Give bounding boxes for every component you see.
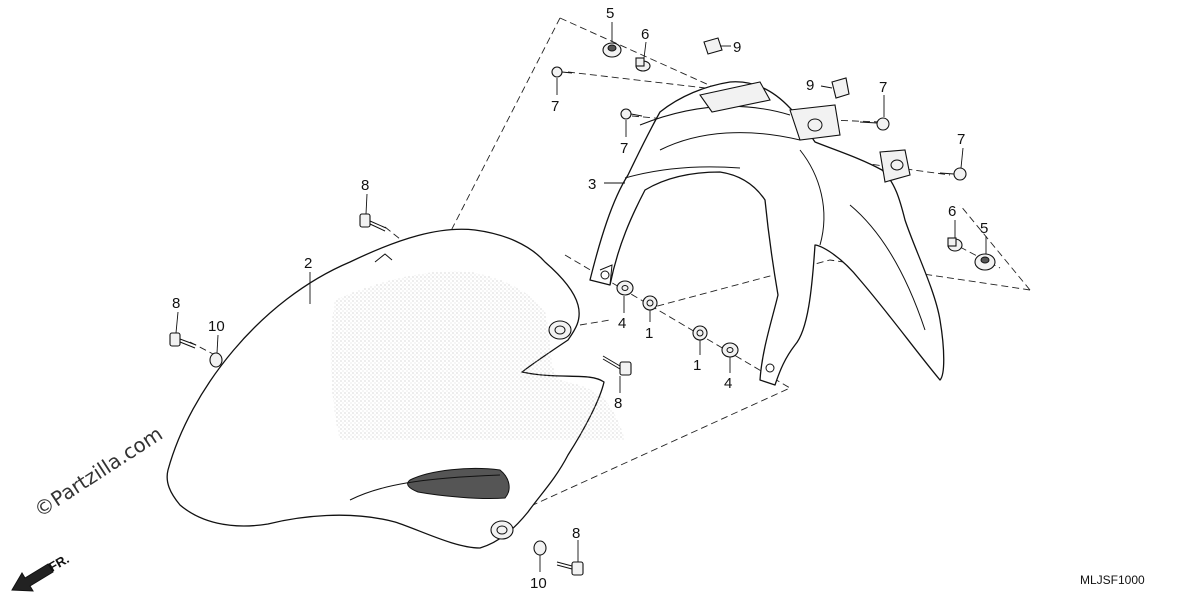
washer-part (721, 342, 739, 358)
callout-9-mid: 9 (806, 77, 814, 94)
callout-7-right: 7 (957, 131, 965, 148)
callout-2: 2 (304, 255, 312, 272)
front-direction-arrow: FR. (11, 551, 72, 592)
washer-part (533, 540, 547, 556)
leader-lines (175, 22, 987, 572)
screw-part (359, 213, 387, 232)
inner-fender-part (589, 81, 945, 386)
collar-part (635, 57, 651, 72)
callout-8-left: 8 (172, 295, 180, 312)
bolt-part (620, 108, 643, 120)
callout-9-top: 9 (733, 39, 741, 56)
front-fender-part (166, 228, 625, 549)
collar-part (947, 237, 963, 252)
screw-part (602, 355, 632, 376)
callout-7-left: 7 (551, 98, 559, 115)
callout-5-top: 5 (606, 5, 614, 22)
screw-part (556, 561, 584, 576)
callout-8-top: 8 (361, 177, 369, 194)
bolt-part (859, 117, 890, 131)
clip-nut-part (831, 77, 850, 99)
callout-1-left: 1 (645, 325, 653, 342)
callout-4-left: 4 (618, 315, 626, 332)
collar-part (642, 295, 658, 311)
washer-part (616, 280, 634, 296)
diagram-code: MLJSF1000 (1080, 573, 1145, 587)
washer-part (209, 352, 223, 368)
bolt-part (939, 167, 967, 181)
bolt-part (551, 66, 573, 78)
callout-6-right: 6 (948, 203, 956, 220)
callout-7-mid: 7 (620, 140, 628, 157)
callout-4-right: 4 (724, 375, 732, 392)
arrow-down-left-icon (11, 563, 54, 592)
grommet-part (602, 42, 622, 58)
callout-3: 3 (588, 176, 596, 193)
clip-nut-part (703, 37, 723, 55)
callout-6-top: 6 (641, 26, 649, 43)
callout-1-right: 1 (693, 357, 701, 374)
callout-labels: 5 6 9 7 9 7 7 7 3 8 2 6 5 8 10 4 1 1 4 8… (172, 5, 988, 592)
callout-8-mid: 8 (614, 395, 622, 412)
callout-10-left: 10 (208, 318, 225, 335)
watermark-text: ©Partzilla.com (30, 421, 167, 522)
callout-7-upper-right: 7 (879, 79, 887, 96)
collar-part (692, 325, 708, 341)
callout-5-right: 5 (980, 220, 988, 237)
grommet-part (974, 253, 996, 271)
callout-10-bottom: 10 (530, 575, 547, 592)
callout-8-bottom: 8 (572, 525, 580, 542)
screw-part (169, 332, 197, 349)
